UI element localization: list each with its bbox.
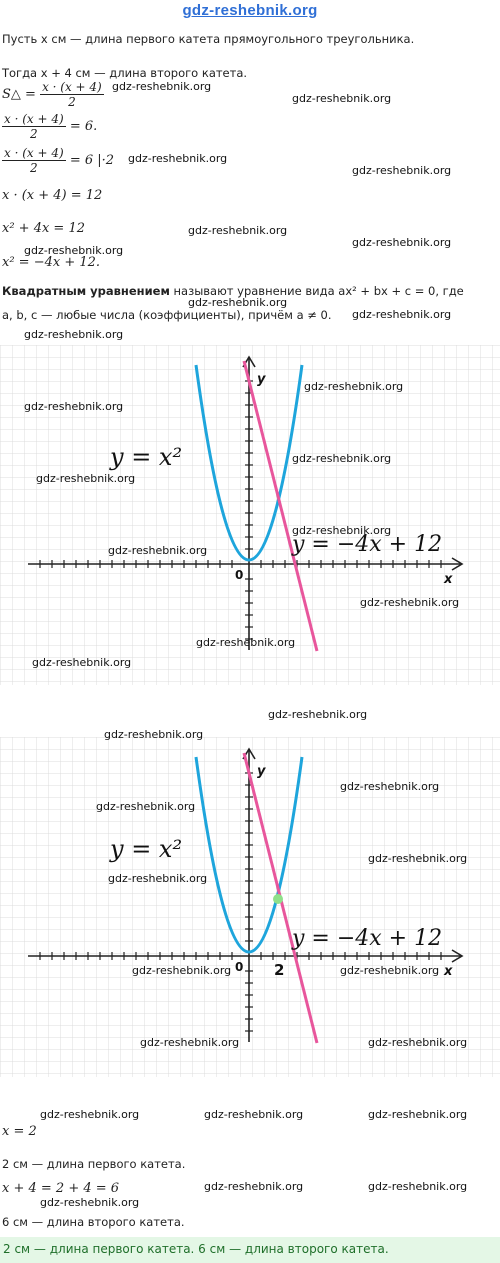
axis-ticks [39,772,442,1032]
fraction-numerator: x · (x + 4) [40,80,104,95]
watermark: gdz-reshebnik.org [24,244,124,257]
watermark: gdz-reshebnik.org [340,780,440,793]
watermark: gdz-reshebnik.org [188,296,288,309]
parabola-curve [194,756,304,954]
definition-line-2: a, b, c — любые числа (коэффициенты), пр… [2,308,332,322]
label-line: y = −4x + 12 [291,926,442,951]
eq1-denominator: 2 [30,127,38,141]
x-axis-label: x [443,572,453,587]
grid-background [0,345,500,685]
watermark: gdz-reshebnik.org [132,964,232,977]
watermark: gdz-reshebnik.org [24,328,124,341]
watermark: gdz-reshebnik.org [140,1036,240,1049]
watermark: gdz-reshebnik.org [268,708,368,721]
watermark: gdz-reshebnik.org [104,728,204,741]
y-axis-label: y [257,764,266,779]
x-equals: x = 2 [2,1124,37,1139]
origin-label: 0 [235,960,243,974]
watermark: gdz-reshebnik.org [292,524,392,537]
fraction-denominator: 2 [68,95,76,109]
grid-background [0,737,500,1077]
eq2-denominator: 2 [30,161,38,175]
watermark: gdz-reshebnik.org [108,544,208,557]
watermark: gdz-reshebnik.org [340,964,440,977]
intersection-point [273,894,283,904]
watermark: gdz-reshebnik.org [188,224,288,237]
watermark: gdz-reshebnik.org [128,152,228,165]
watermark: gdz-reshebnik.org [32,656,132,669]
axis-ticks [39,380,442,640]
y-axis-label: y [257,372,266,387]
definition-term: Квадратным уравнением [2,284,170,298]
label-parabola: y = x² [109,443,182,471]
equation-3: x · (x + 4) = 12 [2,188,103,203]
watermark: gdz-reshebnik.org [40,1196,140,1209]
definition-line-1: Квадратным уравнением называют уравнение… [2,284,464,298]
watermark: gdz-reshebnik.org [304,380,404,393]
eq1-rhs: = 6. [69,119,98,134]
watermark: gdz-reshebnik.org [36,472,136,485]
watermark: gdz-reshebnik.org [368,1108,468,1121]
watermark: gdz-reshebnik.org [352,308,452,321]
label-line: y = −4x + 12 [291,532,442,557]
watermark: gdz-reshebnik.org [196,636,296,649]
watermark: gdz-reshebnik.org [292,452,392,465]
second-leg-def: Тогда x + 4 см — длина второго катета. [2,66,248,80]
x-axis-label: x [443,964,453,979]
eq2-numerator: x · (x + 4) [2,146,66,161]
watermark: gdz-reshebnik.org [204,1180,304,1193]
watermark: gdz-reshebnik.org [96,800,196,813]
second-leg-calc: x + 4 = 2 + 4 = 6 [2,1181,120,1196]
equation-5: x² = −4x + 12. [2,255,101,270]
graph-1: y = x² y = −4x + 12 x y 0 [0,345,500,685]
parabola-curve [194,364,304,562]
graph-2: y = x² y = −4x + 12 x y 0 2 [0,737,500,1077]
label-parabola: y = x² [109,835,182,863]
eq2-rhs: = 6 |·2 [69,153,115,168]
line-graph [242,360,319,652]
area-formula: S△ = x · (x + 4)2 [2,80,104,109]
watermark: gdz-reshebnik.org [24,400,124,413]
watermark: gdz-reshebnik.org [360,596,460,609]
tick-label-two: 2 [274,961,284,979]
area-lhs: S△ = [2,87,36,102]
watermark: gdz-reshebnik.org [292,92,392,105]
equation-2: x · (x + 4)2 = 6 |·2 [2,146,114,175]
answer-bar: 2 см — длина первого катета. 6 см — длин… [0,1237,500,1263]
eq2-fraction: x · (x + 4)2 [2,146,66,175]
watermark: gdz-reshebnik.org [368,852,468,865]
origin-label: 0 [235,568,243,582]
site-title-link[interactable]: gdz-reshebnik.org [182,2,318,19]
answer-text: 2 см — длина первого катета. 6 см — длин… [3,1242,389,1256]
watermark: gdz-reshebnik.org [108,872,208,885]
first-leg-result: 2 см — длина первого катета. [2,1157,186,1171]
second-leg-result: 6 см — длина второго катета. [2,1215,185,1229]
watermark: gdz-reshebnik.org [368,1180,468,1193]
area-fraction: x · (x + 4)2 [40,80,104,109]
eq1-numerator: x · (x + 4) [2,112,66,127]
eq1-fraction: x · (x + 4)2 [2,112,66,141]
watermark: gdz-reshebnik.org [368,1036,468,1049]
watermark: gdz-reshebnik.org [204,1108,304,1121]
definition-rest: называют уравнение вида ax² + bx + c = 0… [173,284,464,298]
watermark: gdz-reshebnik.org [352,164,452,177]
watermark: gdz-reshebnik.org [352,236,452,249]
intro-line: Пусть x см — длина первого катета прямоу… [2,32,415,46]
watermark: gdz-reshebnik.org [112,80,212,93]
equation-4: x² + 4x = 12 [2,221,86,236]
equation-1: x · (x + 4)2 = 6. [2,112,97,141]
watermark: gdz-reshebnik.org [40,1108,140,1121]
